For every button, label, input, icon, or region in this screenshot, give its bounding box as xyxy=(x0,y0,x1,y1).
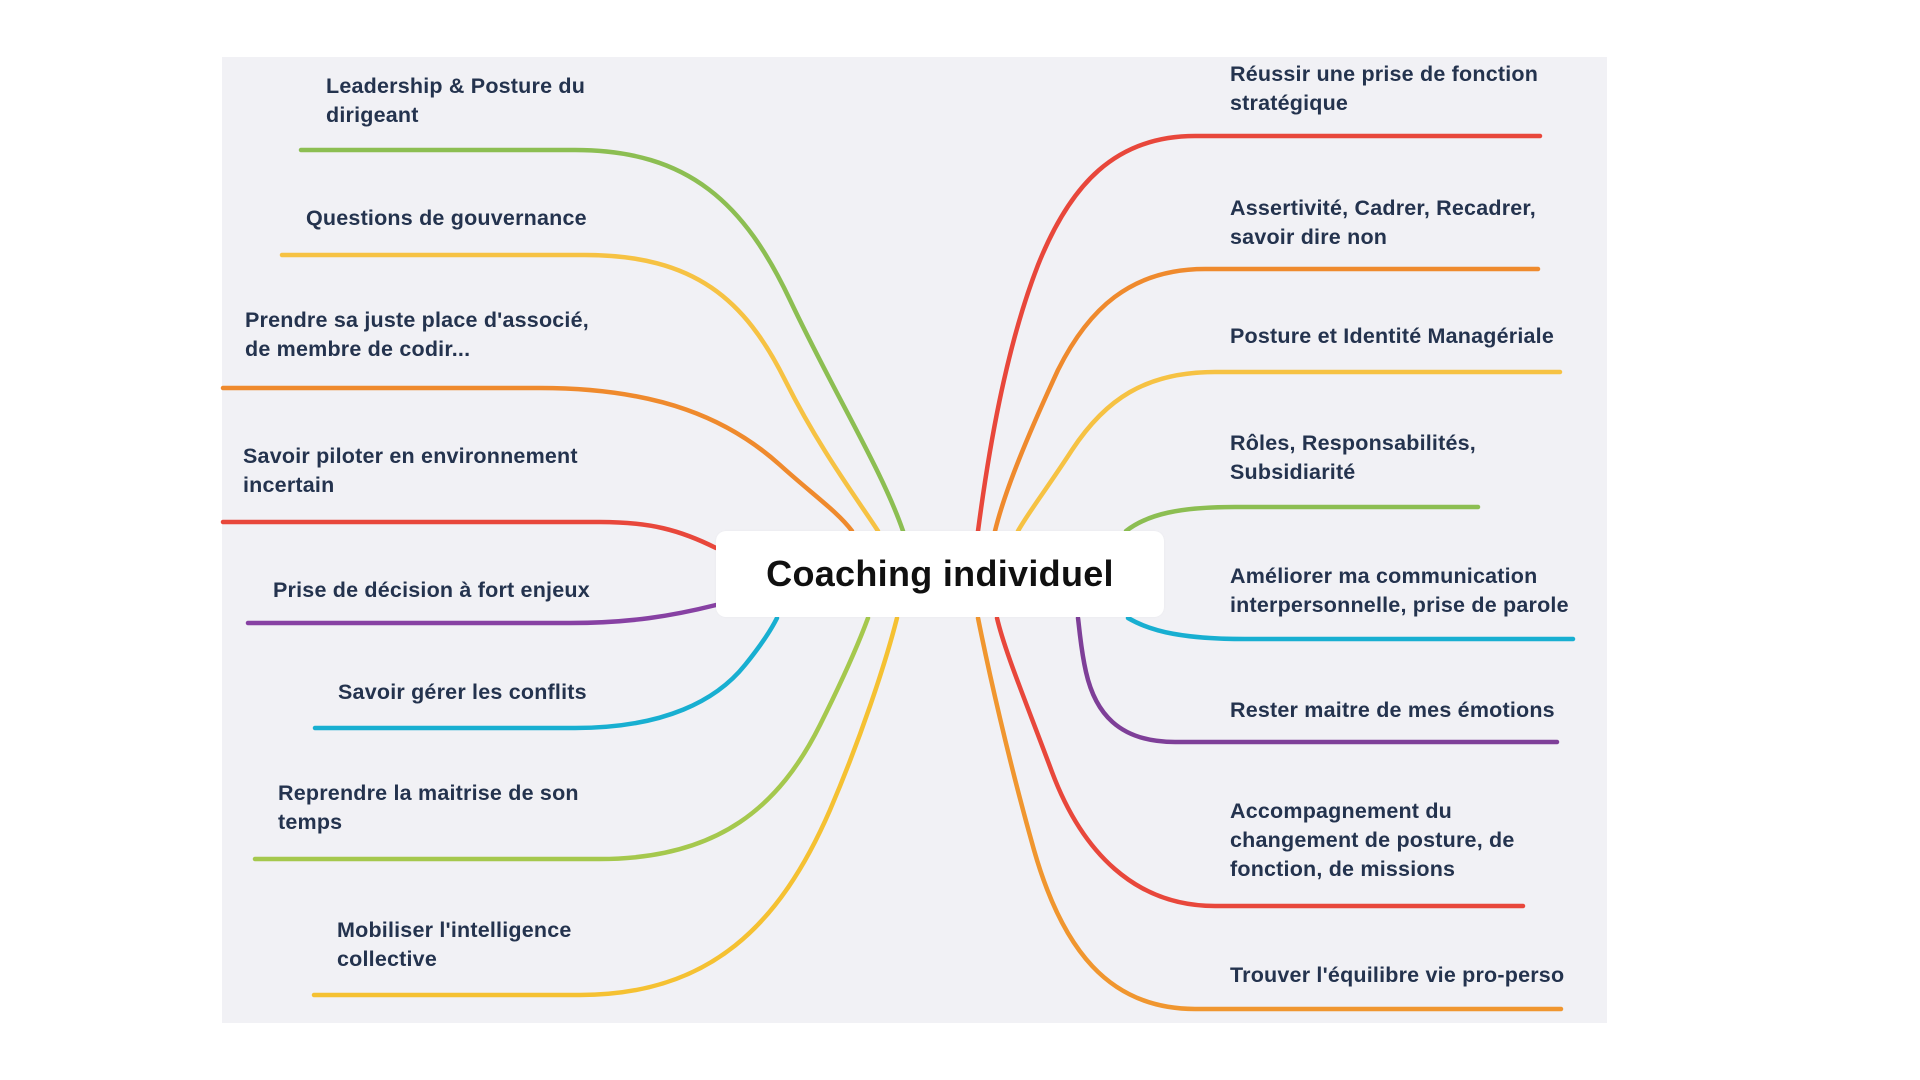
branch-label-right-2: Assertivité, Cadrer, Recadrer, savoir di… xyxy=(1230,196,1536,249)
branch-label-left-5: Prise de décision à fort enjeux xyxy=(273,578,590,602)
branch-label-left-4: Savoir piloter en environnement incertai… xyxy=(243,444,578,497)
branch-label-right-7: Accompagnement du changement de posture,… xyxy=(1230,799,1515,881)
branch-label-left-7: Reprendre la maitrise de son temps xyxy=(278,781,579,834)
center-title: Coaching individuel xyxy=(766,553,1114,594)
branch-line-right-5 xyxy=(1125,615,1576,642)
branch-line-right-6 xyxy=(1075,615,1560,745)
branch-label-left-2: Questions de gouvernance xyxy=(306,206,587,230)
branch-label-right-8: Trouver l'équilibre vie pro-perso xyxy=(1230,963,1565,987)
branch-line-right-8 xyxy=(975,615,1564,1012)
branch-label-right-5: Améliorer ma communication interpersonne… xyxy=(1230,564,1569,617)
branch-line-right-3 xyxy=(1015,369,1563,534)
branch-label-left-6: Savoir gérer les conflits xyxy=(338,680,587,704)
branch-label-left-8: Mobiliser l'intelligence collective xyxy=(337,918,572,971)
branch-line-left-8 xyxy=(311,615,900,998)
branch-line-left-2 xyxy=(279,252,881,534)
branch-line-left-6 xyxy=(312,615,780,731)
branch-label-left-3: Prendre sa juste place d'associé, de mem… xyxy=(245,308,589,361)
branch-label-left-1: Leadership & Posture du dirigeant xyxy=(326,74,586,127)
branch-line-left-1 xyxy=(298,147,906,534)
branch-line-left-7 xyxy=(252,615,871,862)
branch-label-right-1: Réussir une prise de fonction stratégiqu… xyxy=(1230,62,1539,115)
branch-line-left-4 xyxy=(220,519,719,551)
center-node: Coaching individuel xyxy=(716,531,1164,617)
branch-label-right-4: Rôles, Responsabilités, Subsidiarité xyxy=(1230,431,1476,484)
branch-line-right-2 xyxy=(992,266,1541,534)
branch-label-right-3: Posture et Identité Managériale xyxy=(1230,324,1555,348)
branch-line-right-1 xyxy=(975,133,1543,534)
branch-label-right-6: Rester maitre de mes émotions xyxy=(1230,698,1555,722)
branch-line-left-5 xyxy=(245,602,719,626)
branch-line-right-7 xyxy=(994,615,1526,909)
branch-line-right-4 xyxy=(1123,504,1481,534)
branch-line-left-3 xyxy=(220,385,855,534)
